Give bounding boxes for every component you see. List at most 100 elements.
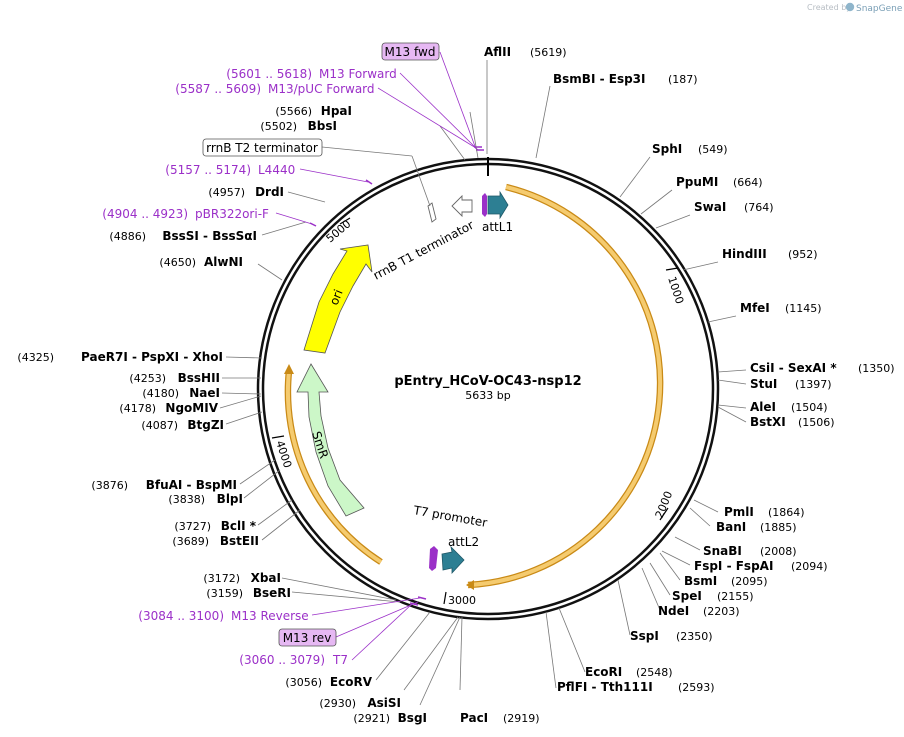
enzyme-label-ppumi[interactable]: PpuMI(664) (676, 175, 763, 189)
enzyme-label-bfuai[interactable]: BfuAI - BspMI(3876) (91, 478, 237, 492)
enzyme-label-bcli[interactable]: BclI *(3727) (174, 519, 256, 533)
enzyme-position: (5566) (275, 105, 312, 118)
leader-m13-reverse (311, 597, 421, 616)
enzyme-position: (3056) (285, 676, 322, 689)
enzyme-name: HpaI (321, 104, 352, 118)
enzyme-label-csii[interactable]: CsiI - SexAI *(1350) (750, 361, 895, 375)
boxed-label-rrnb-t2[interactable]: rrnB T2 terminator (202, 138, 323, 157)
leader-stui (717, 379, 747, 385)
enzyme-label-ecori[interactable]: EcoRI(2548) (585, 665, 673, 679)
enzyme-position: (4087) (141, 419, 178, 432)
enzyme-label-pflfi[interactable]: PflFI - Tth111I(2593) (557, 680, 715, 694)
primer-label-pbr322ori-f[interactable]: (4904 .. 4923)pBR322ori-F (102, 207, 269, 221)
enzyme-position: (2008) (760, 545, 797, 558)
enzyme-label-bsgi[interactable]: BsgI(2921) (353, 711, 427, 725)
primer-label-m13-forward[interactable]: (5601 .. 5618)M13 Forward (226, 67, 396, 81)
primer-range: (5587 .. 5609) (175, 82, 261, 96)
enzyme-position: (2548) (636, 666, 673, 679)
enzyme-label-ndei[interactable]: NdeI(2203) (658, 604, 740, 618)
enzyme-label-ecorv[interactable]: EcoRV(3056) (285, 675, 372, 689)
enzyme-label-hindiii[interactable]: HindIII(952) (722, 247, 818, 261)
enzyme-position: (2919) (503, 712, 540, 725)
m13-reverse-primer-bar (417, 596, 427, 600)
enzyme-label-paer7i[interactable]: PaeR7I - PspXI - XhoI(4325) (17, 350, 223, 364)
enzyme-label-bstxi[interactable]: BstXI(1506) (750, 415, 835, 429)
enzyme-name: MfeI (740, 301, 770, 315)
enzyme-position: (1350) (858, 362, 895, 375)
enzyme-label-bsmbi[interactable]: BsmBI - Esp3I(187) (553, 72, 698, 86)
enzyme-position: (952) (788, 248, 818, 261)
enzyme-label-alwni[interactable]: AlwNI(4650) (159, 255, 243, 269)
enzyme-label-spei[interactable]: SpeI(2155) (672, 589, 754, 603)
leader-xbai (281, 577, 397, 601)
enzyme-name: BtgZI (187, 418, 224, 432)
enzyme-label-ngomiv[interactable]: NgoMIV(4178) (119, 401, 218, 415)
enzyme-name: SnaBI (703, 544, 742, 558)
enzyme-label-stui[interactable]: StuI(1397) (750, 377, 832, 391)
tick-1000 (665, 267, 679, 271)
leader-mfei (707, 315, 737, 323)
tick-label-3000: 3000 (448, 594, 476, 607)
enzyme-label-sphi[interactable]: SphI(549) (652, 142, 728, 156)
leader-hpai (469, 111, 479, 159)
primer-label-m13-puc-forward[interactable]: (5587 .. 5609)M13/pUC Forward (175, 82, 374, 96)
enzyme-label-fspi[interactable]: FspI - FspAI (2094) (694, 559, 828, 573)
enzyme-label-blpi[interactable]: BlpI(3838) (168, 492, 243, 506)
enzyme-position: (3689) (172, 535, 209, 548)
enzyme-name: SwaI (694, 200, 726, 214)
primer-range: (5601 .. 5618) (226, 67, 312, 81)
enzyme-label-hpai[interactable]: HpaI (5566) (275, 104, 352, 118)
enzyme-label-paci[interactable]: PacI(2919) (460, 711, 540, 725)
enzyme-name: BsmI (684, 574, 717, 588)
enzyme-label-bsshii[interactable]: BssHII(4253) (129, 371, 220, 385)
primer-label-t7[interactable]: (3060 .. 3079)T7 (239, 653, 348, 667)
nsp12-orf-arrowhead (466, 580, 474, 590)
boxed-label-m13-rev[interactable]: M13 rev (278, 628, 337, 647)
enzyme-label-sspi[interactable]: SspI(2350) (630, 629, 713, 643)
enzyme-label-aflii[interactable]: AflII(5619) (484, 45, 567, 59)
enzyme-label-bsmi[interactable]: BsmI(2095) (684, 574, 768, 588)
leader-sspi (617, 579, 631, 636)
enzyme-name: BsgI (398, 711, 427, 725)
enzyme-label-bsteii[interactable]: BstEII (3689) (172, 534, 259, 548)
enzyme-label-drdi[interactable]: DrdI(4957) (208, 185, 284, 199)
enzyme-label-mfei[interactable]: MfeI(1145) (740, 301, 822, 315)
enzyme-label-swai[interactable]: SwaI(764) (694, 200, 774, 214)
enzyme-name: BssSI - BssSαI (162, 229, 257, 243)
enzyme-name: BstEII (220, 534, 259, 548)
primer-site-labels: (5601 .. 5618)M13 Forward (5587 .. 5609)… (102, 67, 396, 667)
primer-label-m13-reverse[interactable]: (3084 .. 3100)M13 Reverse (138, 609, 308, 623)
enzyme-label-bani[interactable]: BanI(1885) (716, 520, 797, 534)
leader-m13-fwd (439, 51, 477, 150)
leader-bsssi (261, 221, 307, 236)
enzyme-label-snabi[interactable]: SnaBI (2008) (703, 544, 797, 558)
enzyme-position: (2094) (791, 560, 828, 573)
tick-label-1000: 1000 (665, 275, 686, 306)
enzyme-name: BclI * (221, 519, 257, 533)
plasmid-size: 5633 bp (465, 389, 510, 402)
leader-bstxi (717, 406, 747, 423)
leader-bsgi (419, 616, 461, 706)
primer-name: T7 (332, 653, 348, 667)
enzyme-label-btgzi[interactable]: BtgZI (4087) (141, 418, 224, 432)
tick-4000 (271, 435, 285, 439)
enzyme-label-xbai[interactable]: XbaI(3172) (203, 571, 281, 585)
rrnb-t2-label: rrnB T2 terminator (206, 141, 318, 155)
enzyme-label-naei[interactable]: NaeI(4180) (142, 386, 220, 400)
m13-fwd-box (381, 42, 440, 61)
enzyme-label-bsssi[interactable]: BssSI - BssSαI(4886) (109, 229, 257, 243)
enzyme-name: FspI - FspAI (694, 559, 773, 573)
boxed-label-m13-fwd[interactable]: M13 fwd (381, 42, 440, 61)
enzyme-position: (3159) (206, 587, 243, 600)
enzyme-label-pmli[interactable]: PmlI(1864) (724, 505, 805, 519)
primer-label-l4440[interactable]: (5157 .. 5174)L4440 (165, 163, 295, 177)
enzyme-label-asisi[interactable]: AsiSI(2930) (319, 696, 401, 710)
enzyme-name: PpuMI (676, 175, 718, 189)
enzyme-label-bseri[interactable]: BseRI(3159) (206, 586, 291, 600)
enzyme-position: (2593) (678, 681, 715, 694)
enzyme-name: AleI (750, 400, 776, 414)
enzyme-label-bbsi[interactable]: BbsI(5502) (260, 119, 337, 133)
leader-rrnb-t2-inner (411, 155, 431, 207)
enzyme-name: AsiSI (367, 696, 401, 710)
enzyme-label-alei[interactable]: AleI(1504) (750, 400, 828, 414)
